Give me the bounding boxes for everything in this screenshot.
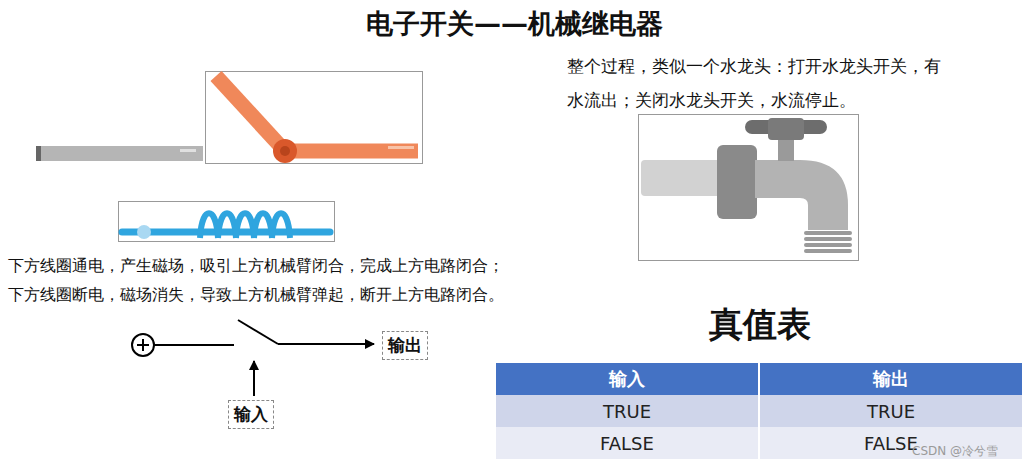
box-label: 输入 — [234, 404, 268, 424]
faucet-thread — [804, 249, 852, 253]
title: 电子开关——机械继电器 — [0, 6, 1029, 42]
description-line: 下方线圈通电，产生磁场，吸引上方机械臂闭合，完成上方电路闭合； — [8, 256, 504, 277]
table-cell: FALSE — [496, 427, 758, 459]
table-header: 输出 — [760, 363, 1022, 395]
faucet-thread — [804, 243, 852, 247]
description-line: 下方线圈断电，磁场消失，导致上方机械臂弹起，断开上方电路闭合。 — [8, 285, 504, 306]
faucet-thread — [804, 231, 852, 235]
faucet-image — [639, 115, 859, 261]
dashed-box: 输入 — [228, 400, 274, 429]
switch-symbol — [132, 320, 374, 396]
faucet-note: 整个过程，类似一个水龙头：打开水龙头开关，有水流出；关闭水龙头开关，水流停止。 — [567, 50, 951, 118]
table-cell: TRUE — [496, 395, 758, 427]
box-label: 输出 — [388, 335, 422, 355]
dashed-box: 输出 — [382, 331, 428, 360]
contact-bar — [36, 146, 203, 161]
table-cell: TRUE — [760, 395, 1022, 427]
table-title: 真值表 — [660, 302, 860, 348]
faucet-thread — [804, 237, 852, 241]
coil-winding — [272, 213, 290, 238]
table-header: 输入 — [496, 363, 758, 395]
watermark: CSDN @冷兮雪 — [912, 443, 998, 460]
relay-arm — [206, 72, 423, 164]
coil — [119, 202, 335, 242]
